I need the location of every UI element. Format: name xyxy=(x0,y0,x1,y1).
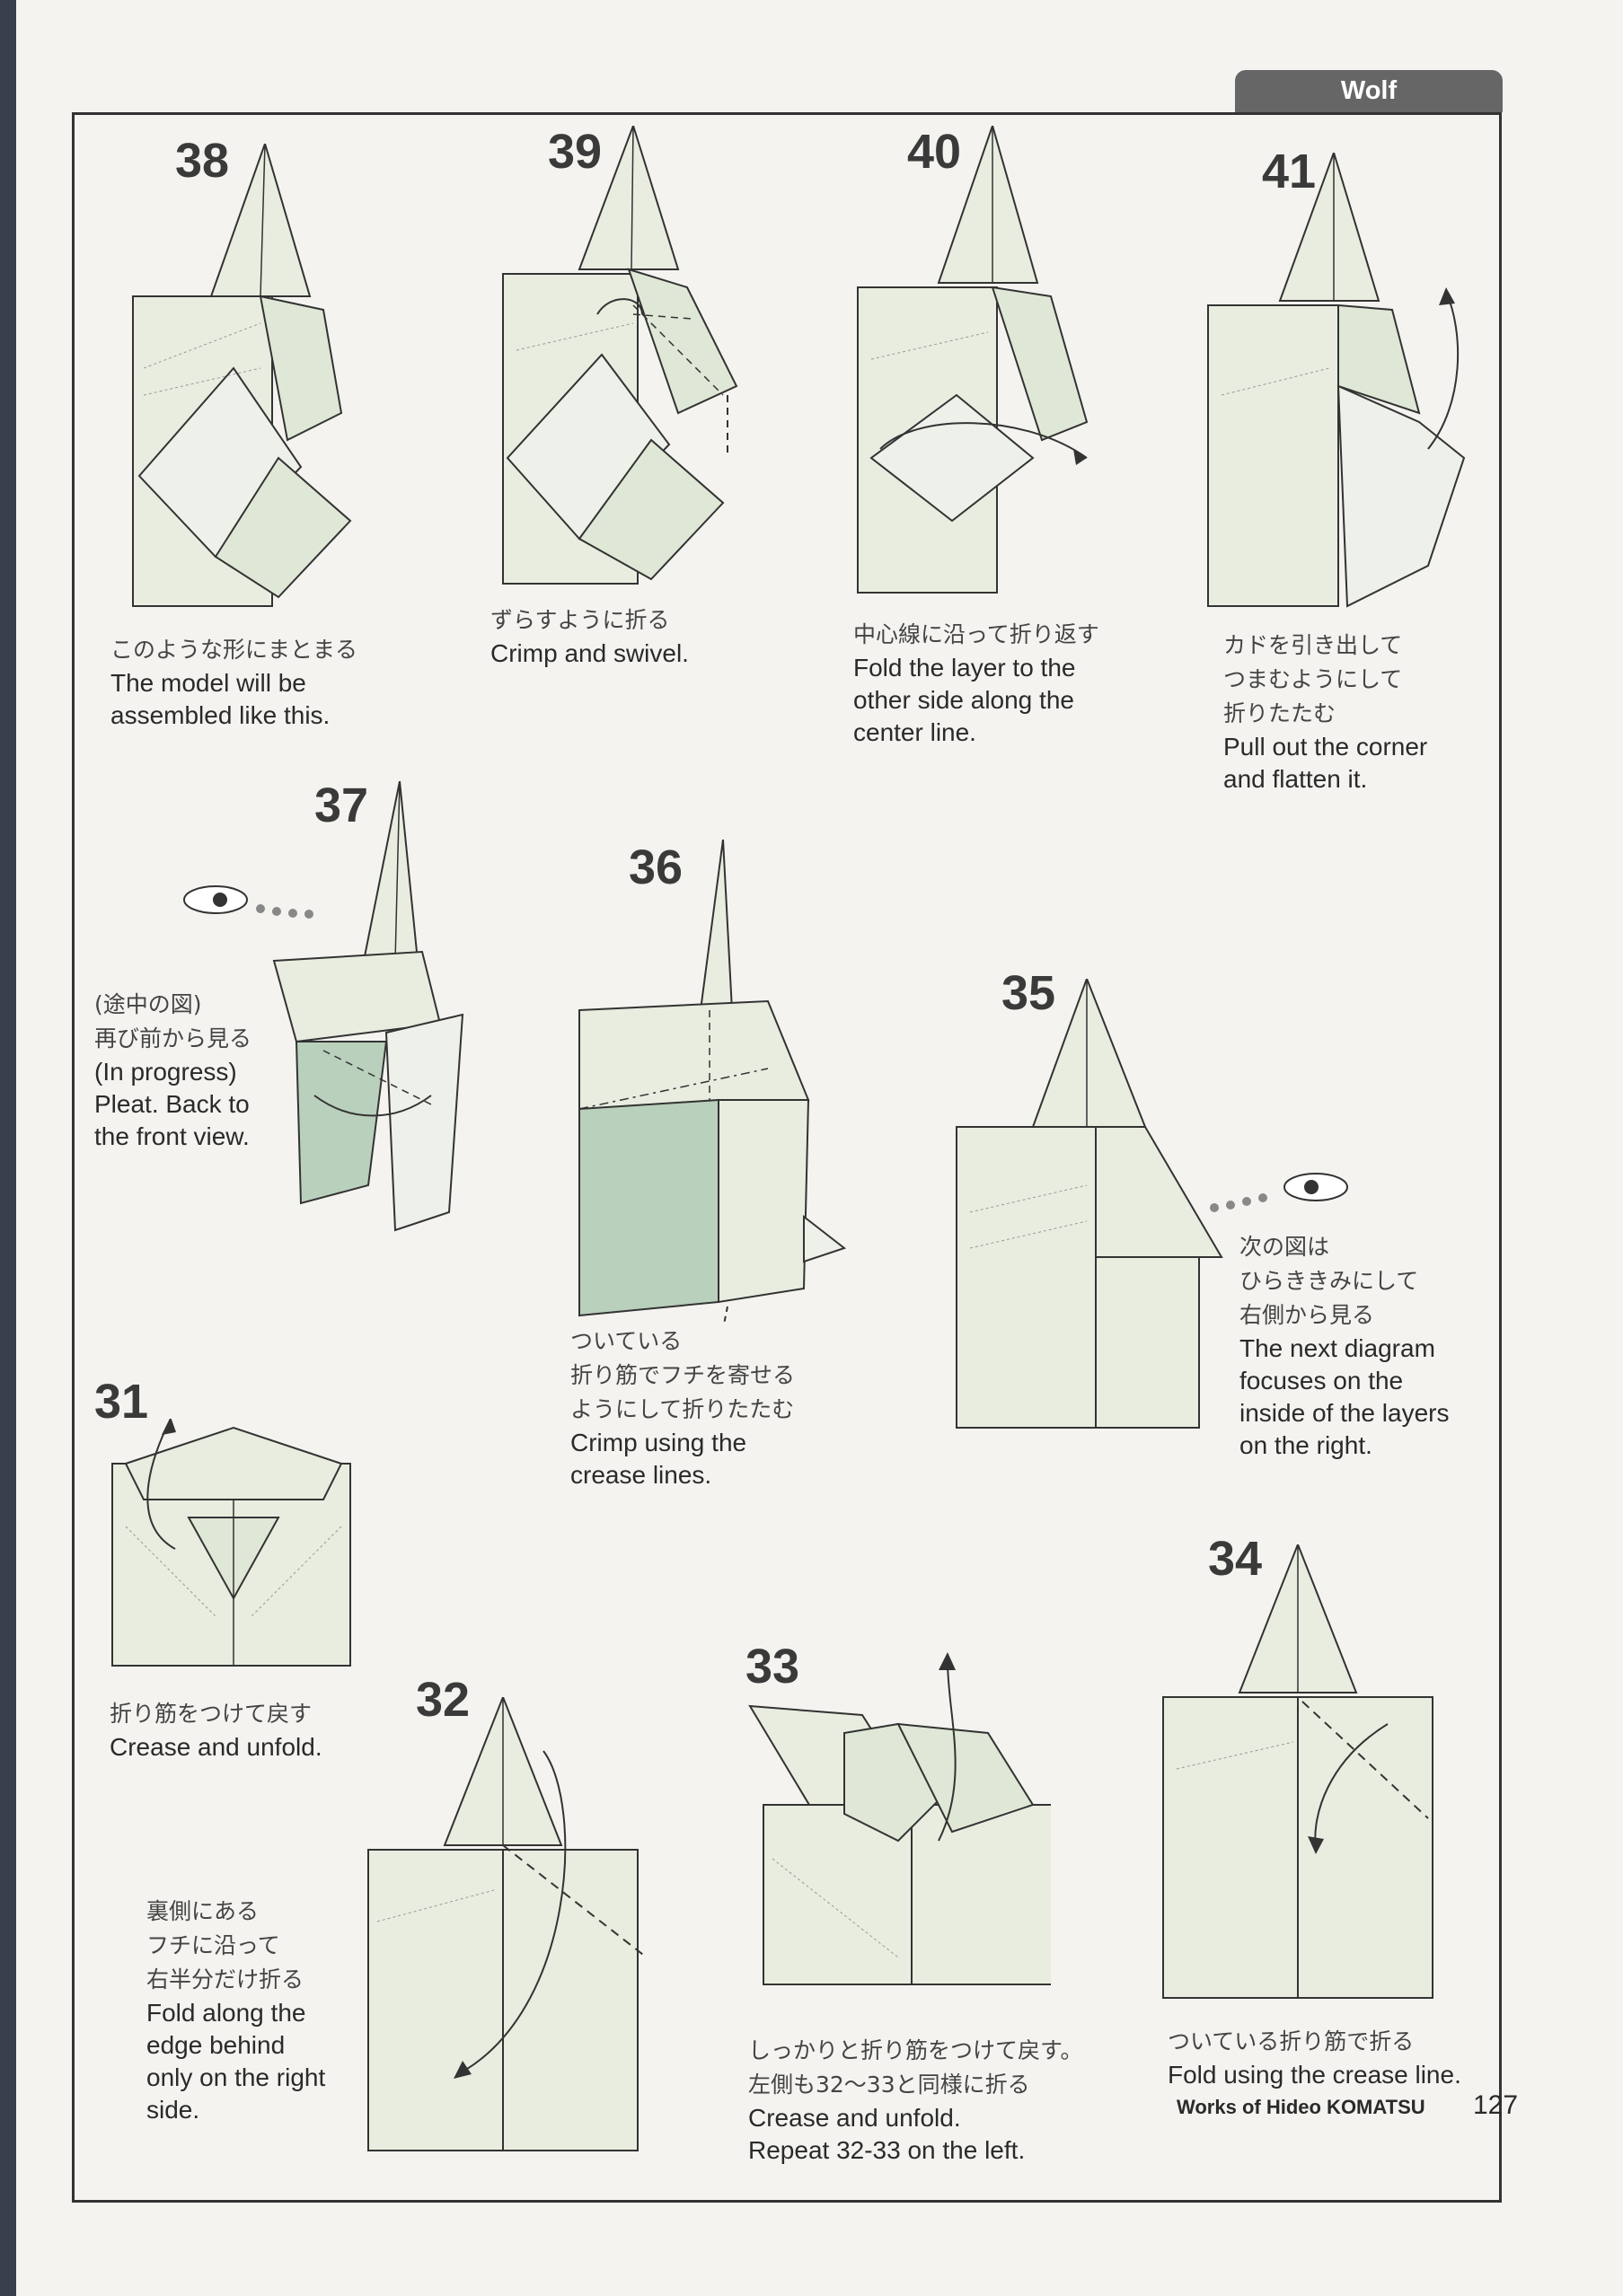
caption-en-line: The next diagram xyxy=(1239,1334,1435,1362)
caption-jp-line: 折り筋でフチを寄せる xyxy=(570,1362,796,1388)
diagram-step-39 xyxy=(502,126,738,585)
diagram-step-32 xyxy=(367,1697,647,2151)
caption-jp-line: カドを引き出して xyxy=(1223,632,1403,658)
caption-jp-line: 再び前から見る xyxy=(94,1025,252,1051)
step-number-37: 37 xyxy=(314,779,369,832)
caption-en-line: Pull out the corner xyxy=(1223,733,1428,761)
caption-jp-line: 裏側にある xyxy=(146,1898,260,1924)
caption-en-line: Fold the layer to the xyxy=(853,654,1076,682)
caption-jp-line: フチに沿って xyxy=(146,1932,280,1958)
diagram-step-36 xyxy=(578,840,847,1324)
page-number: 127 xyxy=(1473,2090,1519,2120)
caption-jp-line: ようにして折りたたむ xyxy=(570,1396,795,1422)
eye-viewpoint-icon xyxy=(183,885,313,919)
caption-step-35: 次の図は ひらききみにして 右側から見る The next diagram fo… xyxy=(1239,1230,1449,1462)
caption-en-line: (In progress) xyxy=(94,1058,237,1086)
caption-jp-line: ついている xyxy=(570,1328,683,1354)
diagram-step-31 xyxy=(111,1419,351,1667)
diagram-step-35 xyxy=(956,979,1223,1429)
step-number-36: 36 xyxy=(629,840,684,894)
caption-jp-line: 左側も32〜33と同様に折る xyxy=(748,2072,1030,2098)
caption-step-41: カドを引き出して つまむようにして 折りたたむ Pull out the cor… xyxy=(1223,629,1427,796)
caption-jp-line: 折り筋をつけて戻す xyxy=(110,1701,313,1727)
caption-en-line: side. xyxy=(146,2096,200,2124)
step-number-33: 33 xyxy=(745,1640,800,1693)
caption-jp-line: つまむようにして xyxy=(1223,666,1403,692)
caption-en-line: Repeat 32-33 on the left. xyxy=(748,2136,1026,2164)
caption-en-line: focuses on the xyxy=(1239,1367,1404,1394)
caption-en-line: other side along the xyxy=(853,686,1074,714)
step-number-38: 38 xyxy=(175,134,230,188)
diagram-step-41 xyxy=(1207,153,1466,608)
caption-step-37: (途中の図) 再び前から見る (In progress) Pleat. Back… xyxy=(94,988,251,1153)
diagram-step-33 xyxy=(748,1652,1051,1985)
book-spine xyxy=(0,0,16,2296)
caption-step-40: 中心線に沿って折り返す Fold the layer to the other … xyxy=(853,618,1099,749)
caption-en-line: The model will be xyxy=(110,669,306,697)
caption-step-31: 折り筋をつけて戻す Crease and unfold. xyxy=(110,1697,322,1764)
caption-jp-line: しっかりと折り筋をつけて戻す。 xyxy=(748,2037,1083,2063)
step-number-40: 40 xyxy=(907,125,962,179)
caption-step-39: ずらすように折る Crimp and swivel. xyxy=(490,603,689,670)
caption-en-line: on the right. xyxy=(1239,1431,1372,1459)
footer-credit: Works of Hideo KOMATSU xyxy=(1177,2096,1425,2118)
step-number-41: 41 xyxy=(1262,145,1317,198)
diagram-step-38 xyxy=(132,144,352,607)
caption-en-line: Crease and unfold. xyxy=(748,2104,961,2132)
caption-step-33: しっかりと折り筋をつけて戻す。 左側も32〜33と同様に折る Crease an… xyxy=(748,2034,1083,2167)
caption-jp-line: 次の図は xyxy=(1239,1234,1330,1260)
caption-jp-line: ずらすように折る xyxy=(490,607,670,633)
section-tab: Wolf xyxy=(1235,70,1503,112)
caption-step-32: 裏側にある フチに沿って 右半分だけ折る Fold along the edge… xyxy=(146,1895,325,2126)
caption-step-36: ついている 折り筋でフチを寄せる ようにして折りたたむ Crimp using … xyxy=(570,1324,795,1491)
caption-jp-line: 右半分だけ折る xyxy=(146,1966,304,1993)
caption-jp-line: ついている折り筋で折る xyxy=(1168,2028,1415,2054)
page-frame xyxy=(72,112,1502,2203)
caption-en-line: crease lines. xyxy=(570,1461,712,1489)
caption-step-38: このような形にまとまる The model will be assembled … xyxy=(110,633,357,732)
step-number-34: 34 xyxy=(1208,1532,1263,1586)
step-number-39: 39 xyxy=(548,125,603,179)
caption-en-line: only on the right xyxy=(146,2063,326,2091)
caption-en-line: assembled like this. xyxy=(110,701,331,729)
caption-en-line: edge behind xyxy=(146,2031,286,2059)
caption-en-line: Crimp and swivel. xyxy=(490,639,689,667)
caption-jp-line: 中心線に沿って折り返す xyxy=(853,621,1099,647)
caption-en-line: Crimp using the xyxy=(570,1429,747,1456)
step-number-35: 35 xyxy=(1001,966,1056,1020)
diagram-step-40 xyxy=(857,126,1089,594)
caption-jp-line: このような形にまとまる xyxy=(110,637,358,663)
caption-en-line: and flatten it. xyxy=(1223,765,1368,793)
caption-jp-line: 右側から見る xyxy=(1239,1302,1375,1328)
caption-jp-line: 折りたたむ xyxy=(1223,700,1336,726)
caption-en-line: center line. xyxy=(853,718,976,746)
caption-en-line: Pleat. Back to xyxy=(94,1090,250,1118)
caption-step-34: ついている折り筋で折る Fold using the crease line. xyxy=(1168,2025,1461,2091)
caption-en-line: Crease and unfold. xyxy=(110,1733,322,1761)
eye-viewpoint-icon xyxy=(1210,1173,1348,1212)
caption-jp-line: (途中の図) xyxy=(94,991,202,1017)
caption-en-line: inside of the layers xyxy=(1239,1399,1450,1427)
caption-en-line: Fold along the xyxy=(146,1999,306,2027)
diagram-step-37 xyxy=(272,781,464,1232)
caption-en-line: the front view. xyxy=(94,1122,250,1150)
diagram-step-34 xyxy=(1162,1544,1433,1999)
caption-jp-line: ひらききみにして xyxy=(1239,1268,1419,1294)
step-number-31: 31 xyxy=(94,1375,149,1429)
caption-en-line: Fold using the crease line. xyxy=(1168,2061,1461,2089)
step-number-32: 32 xyxy=(416,1673,471,1727)
